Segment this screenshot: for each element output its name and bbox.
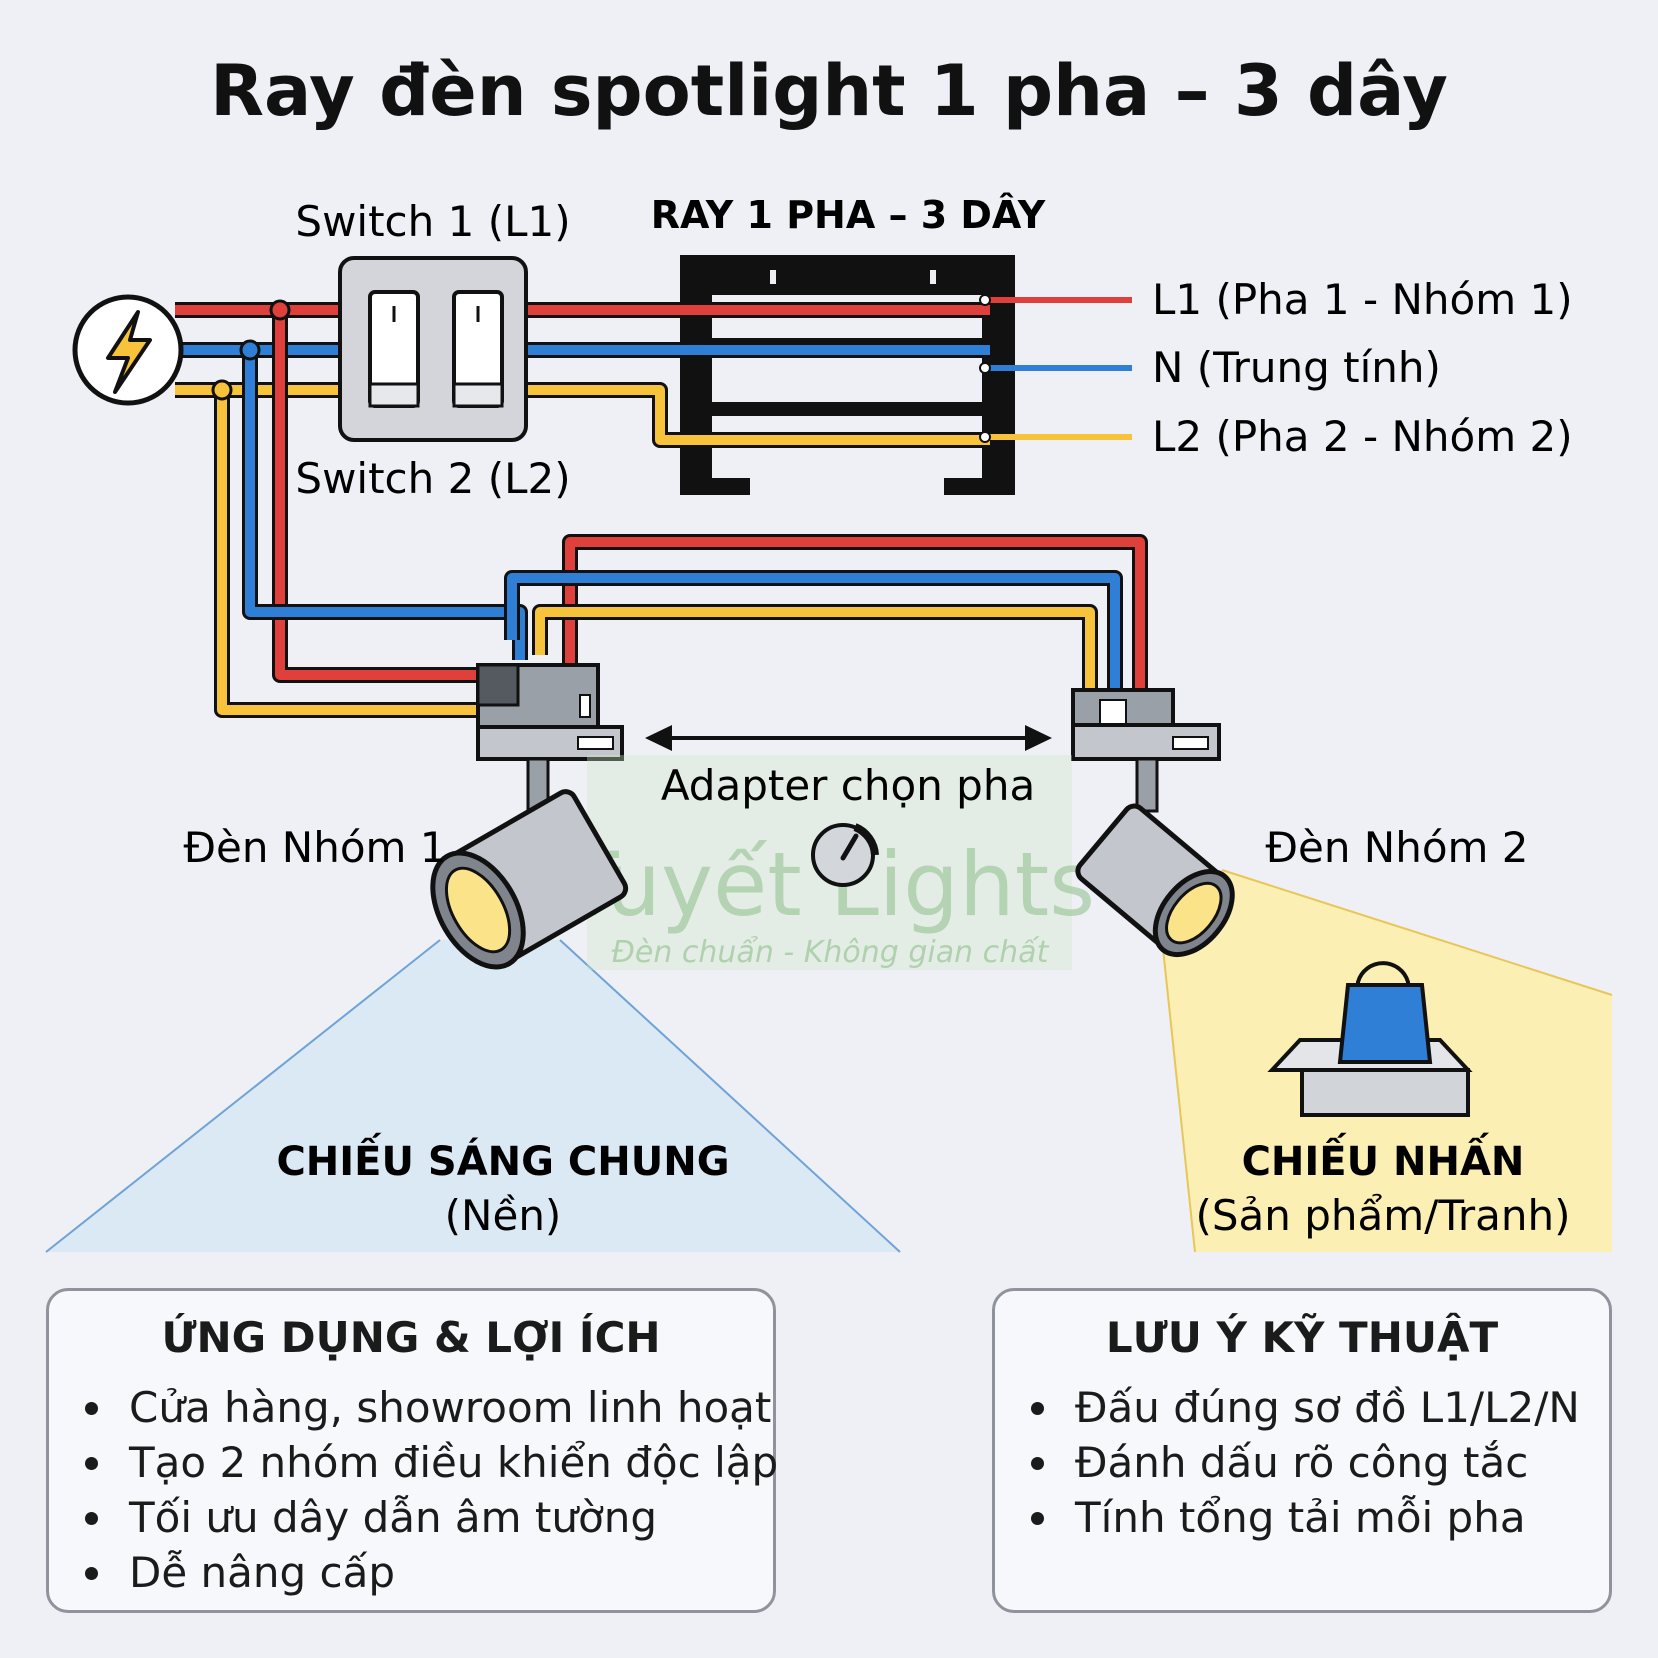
rail-label: RAY 1 PHA – 3 DÂY xyxy=(651,193,1046,237)
benefits-title: ỨNG DỤNG & LỢI ÍCH xyxy=(161,1313,661,1362)
list-item: Cửa hàng, showroom linh hoạt xyxy=(85,1380,773,1435)
track-rail xyxy=(680,255,1015,495)
lightning-icon xyxy=(106,310,152,394)
list-item: Đấu đúng sơ đồ L1/L2/N xyxy=(1031,1380,1609,1435)
page-title: Ray đèn spotlight 1 pha – 3 dây xyxy=(210,50,1448,132)
notes-title: LƯU Ý KỸ THUẬT xyxy=(1105,1313,1499,1362)
general-light-beam xyxy=(46,940,900,1252)
wire-label-l2: L2 (Pha 2 - Nhóm 2) xyxy=(1152,412,1573,461)
benefits-list: Cửa hàng, showroom linh hoạt Tạo 2 nhóm … xyxy=(49,1380,778,1600)
lamp-1-label: Đèn Nhóm 1 xyxy=(183,823,446,872)
shopping-bag-icon xyxy=(1337,961,1433,1064)
power-source xyxy=(72,294,184,406)
wire-label-n: N (Trung tính) xyxy=(1152,343,1441,392)
double-switch xyxy=(338,256,528,442)
list-item: Đánh dấu rõ công tắc xyxy=(1031,1435,1609,1490)
spotlight-group-2 xyxy=(1075,757,1235,958)
notes-panel: LƯU Ý KỸ THUẬT Đấu đúng sơ đồ L1/L2/N Đá… xyxy=(992,1288,1612,1613)
spotlight-group-1 xyxy=(430,757,629,970)
adapter-group-1 xyxy=(476,663,624,761)
wire-n-adapter2 xyxy=(504,570,1123,690)
dial-icon xyxy=(811,823,879,887)
lamp-2-label: Đèn Nhóm 2 xyxy=(1265,823,1528,872)
list-item: Tối ưu dây dẫn âm tường xyxy=(85,1490,773,1545)
switch-2-label: Switch 2 (L2) xyxy=(295,454,570,503)
list-item: Tính tổng tải mỗi pha xyxy=(1031,1490,1609,1545)
notes-list: Đấu đúng sơ đồ L1/L2/N Đánh dấu rõ công … xyxy=(995,1380,1609,1545)
product-display xyxy=(1267,961,1473,1117)
general-lighting-sub: (Nền) xyxy=(445,1191,562,1240)
list-item: Dễ nâng cấp xyxy=(85,1545,773,1600)
wire-label-l1: L1 (Pha 1 - Nhóm 1) xyxy=(1152,275,1573,324)
adapter-group-2 xyxy=(1071,688,1221,761)
benefits-panel: ỨNG DỤNG & LỢI ÍCH Cửa hàng, showroom li… xyxy=(46,1288,778,1613)
general-lighting-title: CHIẾU SÁNG CHUNG xyxy=(276,1131,729,1185)
switch-1-label: Switch 1 (L1) xyxy=(295,197,570,246)
watermark-slogan: Đèn chuẩn - Không gian chất xyxy=(612,934,1050,970)
wire-l2-adapter2 xyxy=(532,604,1098,690)
accent-lighting-title: CHIẾU NHẤN xyxy=(1242,1131,1525,1185)
adapter-double-arrow xyxy=(645,725,1052,751)
adapter-label: Adapter chọn pha xyxy=(661,761,1035,810)
list-item: Tạo 2 nhóm điều khiển độc lập xyxy=(85,1435,778,1490)
accent-lighting-sub: (Sản phẩm/Tranh) xyxy=(1196,1191,1571,1240)
